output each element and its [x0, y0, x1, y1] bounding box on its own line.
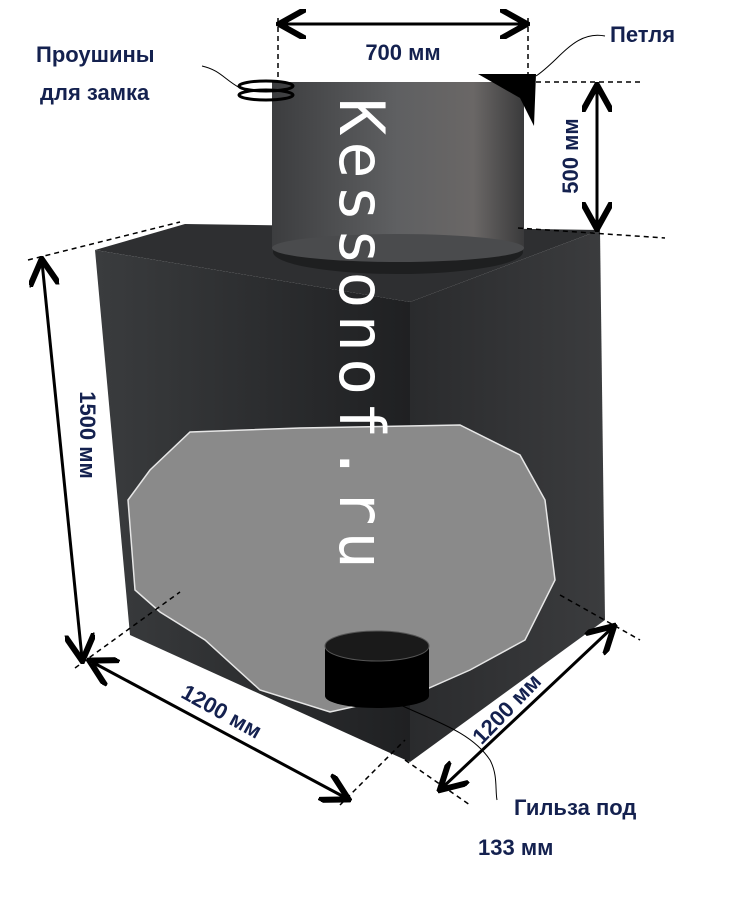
neck-height-label: 500 мм — [558, 118, 583, 193]
sleeve-cylinder — [324, 630, 430, 708]
watermark: Kessonof.ru — [325, 98, 398, 575]
neck-cylinder — [237, 74, 536, 274]
box-width-arrow — [92, 662, 346, 798]
neck-diameter-label: 700 мм — [365, 40, 440, 65]
hinge-icon — [478, 74, 536, 126]
sleeve-label-2: 133 мм — [478, 835, 553, 860]
hinge-label: Петля — [610, 22, 675, 47]
box-depth-arrow — [442, 628, 612, 788]
dimension-lines — [28, 18, 666, 806]
lock-lugs-label-2: для замка — [40, 80, 150, 105]
box-height-arrow — [42, 262, 82, 658]
lock-lugs-icon — [237, 79, 295, 102]
lock-lugs-label-1: Проушины — [36, 42, 155, 67]
sleeve-label-1: Гильза под — [514, 795, 636, 820]
box-height-label: 1500 мм — [75, 391, 100, 479]
